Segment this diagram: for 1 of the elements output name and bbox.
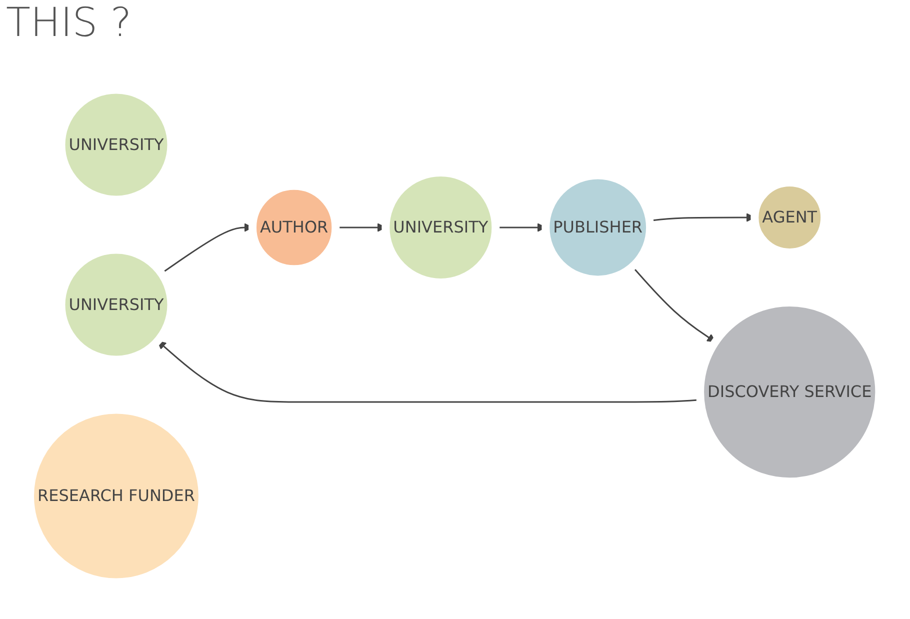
title: THIS ? — [6, 0, 132, 46]
